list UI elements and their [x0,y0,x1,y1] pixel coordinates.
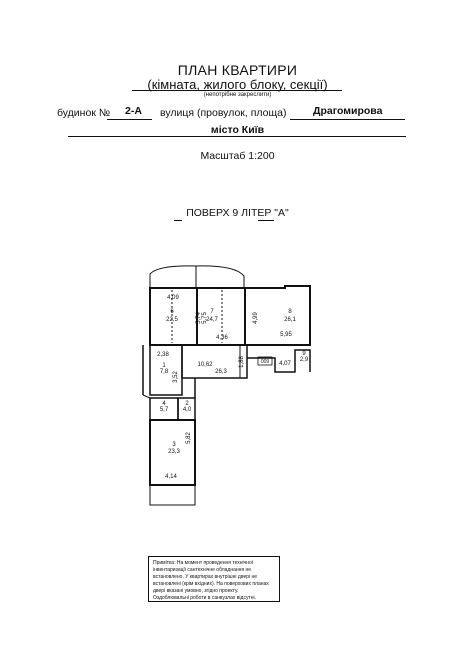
plan-marker: 009 [261,359,270,365]
room-6-number: 6 [170,309,174,315]
floor-underline-2 [258,220,274,221]
room-7-area: 24,7 [206,317,218,323]
dim-5-75: 5,75 [202,312,208,324]
room-1-number: 1 [162,363,166,369]
room-7-number: 7 [210,309,214,315]
dim-3-52: 3,52 [173,371,179,383]
dim-4-99: 4,99 [253,312,259,324]
room-3-number: 3 [172,442,176,448]
dim-5-74: 5,74 [196,312,202,324]
floor-label: ПОВЕРХ 9 ЛІТЕР "А" [186,207,289,219]
floor-underline-1 [174,220,182,221]
dim-5-82: 5,82 [186,432,192,444]
dim-4-07: 4,07 [279,361,291,367]
balcony-left [149,265,197,288]
city-name: місто Київ [210,124,265,136]
building-number: 2-А [125,105,142,117]
room-8-number: 8 [288,309,292,315]
room-9-number: 9 [302,351,306,357]
note-box: Примітка: На момент проведення технічної… [148,556,280,602]
dim-4-09: 4,09 [167,295,179,301]
room-4-number: 4 [162,401,166,407]
dim-1-88: 1,88 [239,356,245,368]
street-name: Драгомирова [313,105,383,117]
street-underline [290,119,405,120]
room-6-area: 22,5 [166,317,178,323]
subtitle-underline [132,90,342,91]
corridor-walls [181,344,248,379]
balcony-bottom [149,485,196,506]
room-2-area: 4,0 [183,407,192,413]
dim-10-62: 10,62 [197,362,213,368]
building-underline [107,119,152,120]
document-subtitle: (кімната, жилого блоку, секції) [147,77,328,92]
document-title: ПЛАН КВАРТИРИ [177,62,298,78]
room-3-walls [149,419,196,486]
subtitle-note: (непотрібне закреслити) [203,92,272,98]
room-4-area: 5,7 [160,407,169,413]
room-8-area: 26,1 [284,317,296,323]
room-9-area: 2,9 [300,357,309,363]
room-2-number: 2 [185,401,189,407]
street-label: вулиця (провулок, площа) [160,107,287,119]
corridor-area: 26,3 [215,369,227,375]
city-underline [68,136,406,137]
building-label: будинок № [57,107,111,119]
room-3-area: 23,3 [168,449,180,455]
dim-4-36: 4,36 [216,335,228,341]
dim-2-38: 2,38 [157,352,169,358]
dim-5-95: 5,95 [280,332,292,338]
room-9-walls [247,349,311,373]
balcony-middle [195,265,245,288]
scale-label: Масштаб 1:200 [200,150,275,162]
room-1-area: 7,8 [160,369,169,375]
dim-4-14: 4,14 [165,474,177,480]
